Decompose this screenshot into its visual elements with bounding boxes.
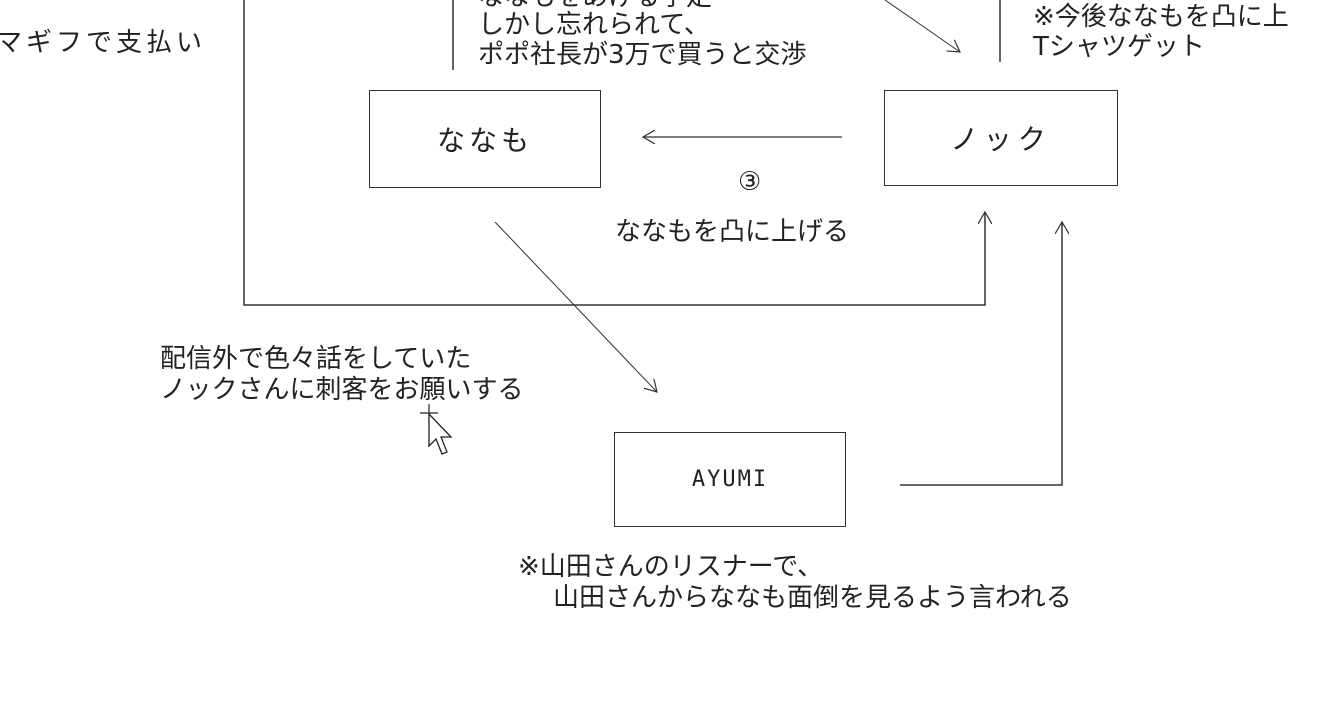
arrow-nanamo-to-ayumi <box>494 221 657 392</box>
left-top-label: マギフで支払い <box>0 28 207 58</box>
diagonal-arrow-top <box>884 0 960 52</box>
top-right-line2: Tシャツゲット <box>1033 32 1205 62</box>
step3-text: ななもを凸に上げる <box>615 217 850 247</box>
arrow-ayumi-to-nokku <box>900 222 1062 486</box>
yamada-line1: ※山田さんのリスナーで、 <box>518 552 824 582</box>
payment-line <box>243 0 985 306</box>
node-nanamo: ななも <box>369 90 601 188</box>
yamada-line2: 山田さんからななも面倒を見るよう言われる <box>553 583 1072 613</box>
top-mid-line1: ななもをあげる予定 <box>478 0 712 12</box>
node-nokku: ノック <box>884 90 1118 186</box>
mouse-cursor-icon <box>420 404 453 455</box>
assassin-line2: ノックさんに刺客をお願いする <box>160 375 524 405</box>
top-mid-line2: しかし忘れられて、 <box>478 10 710 40</box>
assassin-line1: 配信外で色々話をしていた <box>160 344 472 374</box>
step3-number: ③ <box>738 167 762 197</box>
node-ayumi: AYUMI <box>614 432 846 527</box>
top-right-line1: ※今後ななもを凸に上 <box>1033 2 1289 32</box>
top-mid-line3: ポポ社長が3万で買うと交渉 <box>478 40 807 70</box>
